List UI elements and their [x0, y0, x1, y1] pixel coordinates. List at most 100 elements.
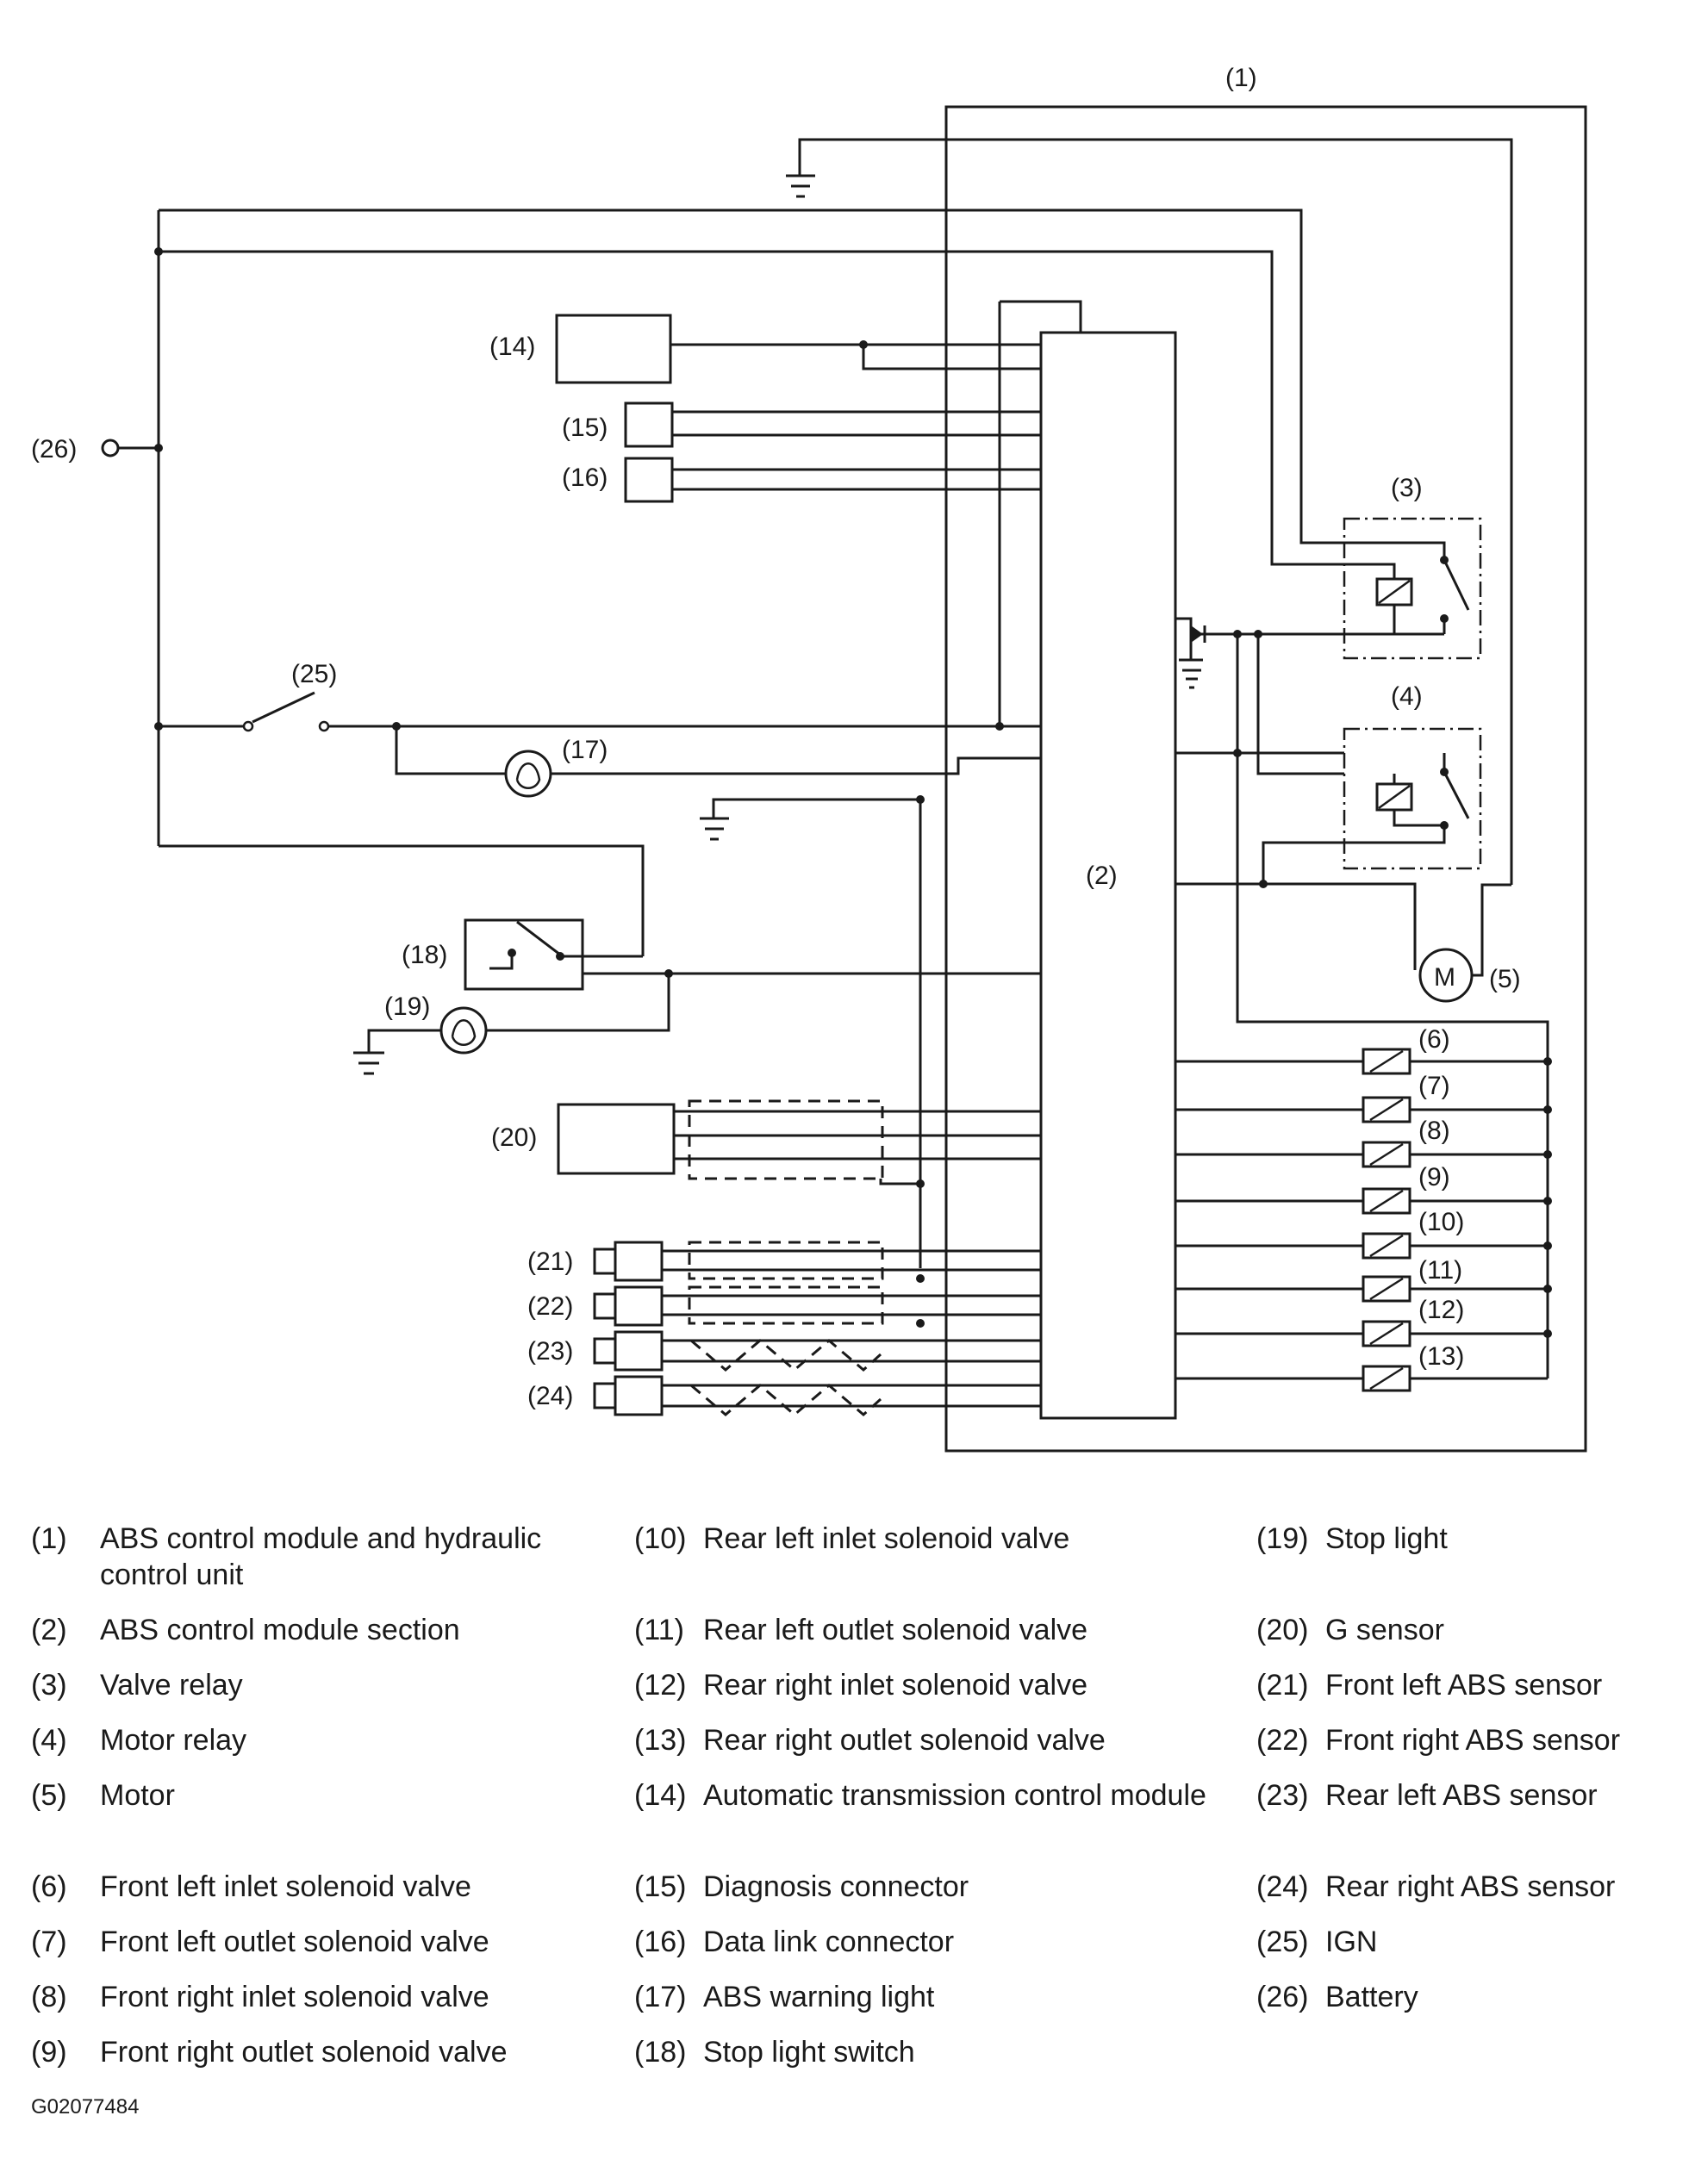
legend-number: (11) [634, 1614, 684, 1646]
legend-number: (15) [634, 1870, 687, 1903]
ground-middle [700, 795, 925, 1268]
g-sensor [557, 1103, 676, 1175]
legend-item: (16)Data link connector [634, 1924, 1220, 1979]
legend-number: (16) [634, 1926, 687, 1958]
legend-text: Front left inlet solenoid valve [100, 1870, 471, 1903]
label-10: (10) [1418, 1208, 1464, 1236]
label-1: (1) [1225, 64, 1257, 92]
label-18: (18) [402, 941, 447, 969]
ignition-circuit: (25) (17) [159, 300, 1082, 798]
legend-item: (14)Automatic transmission control modul… [634, 1777, 1220, 1869]
legend-item: (2)ABS control module section [31, 1612, 617, 1667]
label-6: (6) [1418, 1025, 1450, 1054]
legend-text: Stop light [1325, 1522, 1448, 1555]
legend-item: (11) Rear left outlet solenoid valve [634, 1612, 1220, 1667]
label-19: (19) [384, 992, 430, 1021]
legend-text: Motor [100, 1779, 175, 1812]
label-23: (23) [527, 1337, 573, 1366]
label-21: (21) [527, 1248, 573, 1276]
label-17: (17) [562, 736, 608, 764]
legend-item: (19) Stop light [1256, 1521, 1687, 1612]
legend-number: (25) [1256, 1926, 1309, 1958]
valve-relay: (3) [1258, 474, 1482, 660]
legend-number: (13) [634, 1724, 687, 1757]
legend-number: (10) [634, 1522, 687, 1555]
label-15: (15) [562, 414, 608, 442]
label-22: (22) [527, 1292, 573, 1321]
legend-number: (8) [31, 1981, 67, 2013]
legend-item: (7) Front left outlet solenoid valve [31, 1924, 617, 1979]
front-right-outlet-solenoid-valve [1362, 1187, 1411, 1215]
legend-text: Front left outlet solenoid valve [100, 1926, 489, 1958]
legend-number: (12) [634, 1669, 687, 1702]
legend-number: (22) [1256, 1724, 1309, 1757]
rear-left-abs-sensor [614, 1330, 664, 1372]
legend-item: (9) Front right outlet solenoid valve [31, 2034, 617, 2089]
legend-item: (3)Valve relay [31, 1667, 617, 1722]
legend-item: (12) Rear right inlet solenoid valve [634, 1667, 1220, 1722]
diode [1175, 617, 1262, 689]
legend-text: Rear left outlet solenoid valve [703, 1614, 1088, 1646]
legend-text: Valve relay [100, 1669, 243, 1702]
legend-number: (2) [31, 1614, 67, 1646]
label-5: (5) [1489, 965, 1521, 993]
legend-text: Rear right ABS sensor [1325, 1870, 1616, 1903]
label-4: (4) [1391, 682, 1423, 711]
label-3: (3) [1391, 474, 1423, 502]
legend-item: (10) Rear left inlet solenoid valve [634, 1521, 1220, 1612]
legend-text: Motor relay [100, 1724, 247, 1757]
figure-id: G02077484 [31, 2095, 140, 2119]
legend-number: (6) [31, 1870, 67, 1903]
legend-number: (24) [1256, 1870, 1309, 1903]
label-7: (7) [1418, 1072, 1450, 1100]
legend-column-2: (10) Rear left inlet solenoid valve (11) R… [634, 1521, 1220, 2089]
stop-light [439, 1006, 488, 1055]
solenoid-valves: (6) (7) (8) (9) (10) (11) (12) (13) [1175, 749, 1552, 1392]
legend-text: Rear left ABS sensor [1325, 1779, 1598, 1812]
legend-item: (8)Front right inlet solenoid valve [31, 1979, 617, 2034]
legend-number: (26) [1256, 1981, 1309, 2013]
front-left-outlet-solenoid-valve [1362, 1096, 1411, 1123]
data-link-connector [624, 457, 674, 503]
legend-text: Rear right outlet solenoid valve [703, 1724, 1106, 1757]
label-20: (20) [491, 1123, 537, 1152]
label-12: (12) [1418, 1296, 1464, 1324]
legend-number: (7) [31, 1926, 67, 1958]
legend-text: Automatic transmission control module [703, 1779, 1206, 1812]
legend-text: ABS warning light [703, 1981, 935, 2013]
legend-item: (6) Front left inlet solenoid valve [31, 1869, 617, 1924]
label-25: (25) [291, 660, 337, 688]
legend-number: (19) [1256, 1522, 1309, 1555]
battery-wiring: (26) [31, 208, 1344, 846]
stop-light-circuit: (18) (19) [159, 844, 1041, 1075]
legend-number: (18) [634, 2036, 687, 2069]
legend-text: Front left ABS sensor [1325, 1669, 1603, 1702]
legend-item: (1)ABS control module and hydraulic cont… [31, 1521, 617, 1612]
legend-column-1: (1)ABS control module and hydraulic cont… [31, 1521, 617, 2089]
legend-text: Rear left inlet solenoid valve [703, 1522, 1070, 1555]
legend-number: (9) [31, 2036, 67, 2069]
legend-item: (21)Front left ABS sensor [1256, 1667, 1687, 1722]
legend-item: (25)IGN [1256, 1924, 1687, 1979]
legend-item: (13) Rear right outlet solenoid valve [634, 1722, 1220, 1777]
legend-item: (18)Stop light switch [634, 2034, 1220, 2089]
motor-symbol: M [1434, 963, 1455, 992]
automatic-transmission-control-module [555, 314, 672, 384]
legend-text: Rear right inlet solenoid valve [703, 1669, 1088, 1702]
legend-column-3: (19)Stop light (20)G sensor (21)Front le… [1256, 1521, 1687, 2034]
battery-terminal [101, 439, 120, 457]
legend-item: (22)Front right ABS sensor [1256, 1722, 1687, 1777]
legend-item: (26) Battery [1256, 1979, 1687, 2034]
legend-text: G sensor [1325, 1614, 1444, 1646]
legend-number: (17) [634, 1981, 687, 2013]
legend-number: (4) [31, 1724, 67, 1757]
wheel-speed-sensors: (21) (22) (23) (24) [527, 1241, 1041, 1416]
motor: M (5) [1175, 880, 1521, 1003]
legend-text: Battery [1325, 1981, 1418, 2013]
legend-text: Front right outlet solenoid valve [100, 2036, 508, 2069]
abs-unit-outline [944, 105, 1587, 1453]
legend-item: (17) ABS warning light [634, 1979, 1220, 2034]
legend-item: (23)Rear left ABS sensor [1256, 1777, 1687, 1869]
ground-top [786, 138, 1513, 885]
motor-relay: (4) [1236, 634, 1482, 884]
